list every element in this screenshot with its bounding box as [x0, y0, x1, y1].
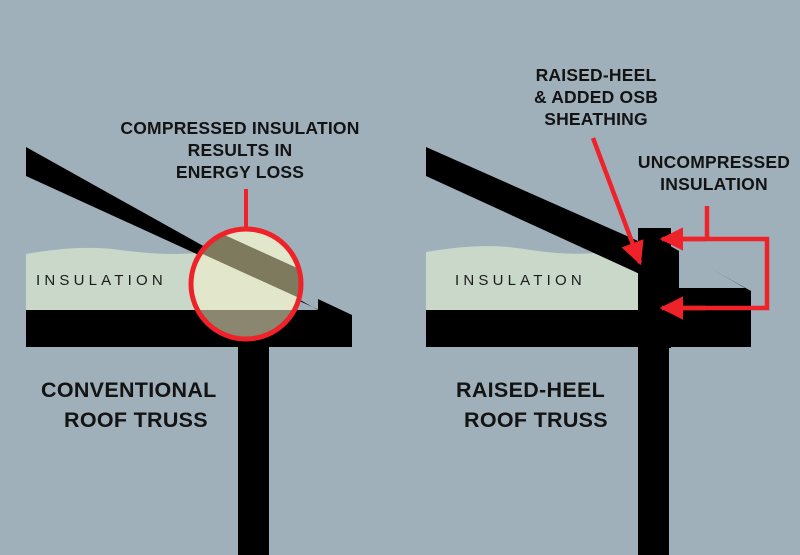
top-chord-rafter-left — [26, 147, 352, 347]
callout-uncompressed-line2: INSULATION — [660, 174, 768, 194]
insulation-label-right: INSULATION — [455, 272, 586, 289]
raisedheel-title-line1: RAISED-HEEL — [456, 378, 605, 402]
callout-raisedheel-line1: RAISED-HEEL — [536, 65, 657, 85]
conventional-truss-group: COMPRESSED INSULATION RESULTS IN ENERGY … — [26, 118, 359, 555]
bracket-body — [670, 236, 770, 311]
rafter-overhang-left — [318, 299, 352, 347]
conventional-title-line1: CONVENTIONAL — [41, 378, 217, 402]
callout-raisedheel-line2: & ADDED OSB — [534, 87, 658, 107]
raised-heel-truss-group: RAISED-HEEL & ADDED OSB SHEATHING UNCOMP… — [426, 65, 790, 555]
wall-stud-left — [238, 347, 269, 555]
rafter-tail-right — [700, 310, 751, 347]
callout-compressed-line3: ENERGY LOSS — [176, 162, 304, 182]
wall-stud-right — [638, 347, 669, 555]
insulation-fill-right — [426, 246, 638, 311]
raisedheel-title-line2: ROOF TRUSS — [464, 408, 608, 432]
bottom-chord-right — [426, 310, 700, 347]
uncompressed-insulation-bracket — [670, 206, 770, 311]
heel-void-triangle — [679, 250, 745, 288]
conventional-title-line2: ROOF TRUSS — [64, 408, 208, 432]
callout-compressed-line2: RESULTS IN — [188, 140, 293, 160]
callout-raisedheel-line3: SHEATHING — [544, 109, 648, 129]
callout-uncompressed-line1: UNCOMPRESSED — [638, 152, 790, 172]
raised-heel-callout-arrow — [590, 137, 644, 266]
insulation-label-left: INSULATION — [36, 272, 167, 289]
magnified-rafter — [191, 229, 301, 312]
callout-compressed-line1: COMPRESSED INSULATION — [120, 118, 359, 138]
